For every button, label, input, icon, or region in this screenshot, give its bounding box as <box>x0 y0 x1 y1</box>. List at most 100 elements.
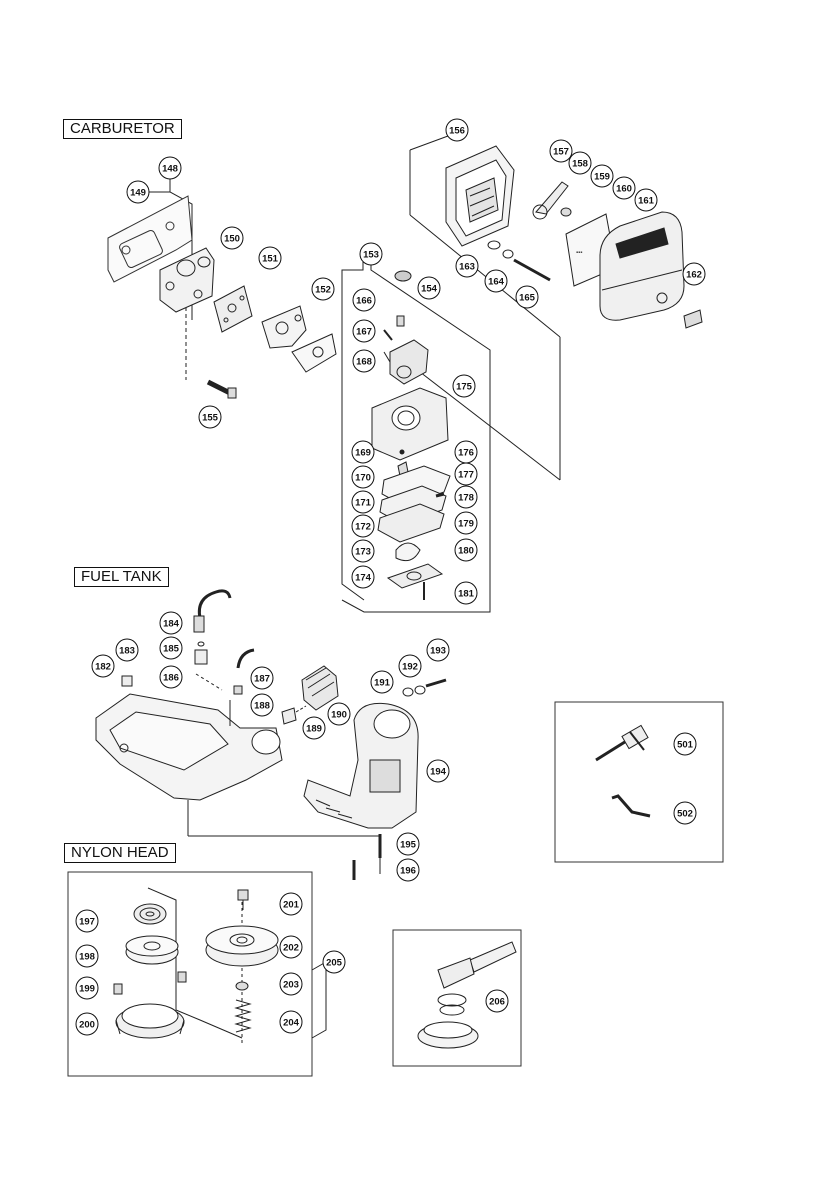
plate-162 <box>684 310 702 328</box>
screw-155 <box>208 382 236 398</box>
callout-172: 172 <box>352 515 374 537</box>
callout-number: 189 <box>306 724 322 735</box>
fuel-cap-190 <box>302 666 338 710</box>
callout-153: 153 <box>360 243 382 265</box>
screw-167 <box>384 330 392 340</box>
bolt-193 <box>426 680 446 686</box>
callout-180: 180 <box>455 539 477 561</box>
diaphragm-stack <box>378 466 450 542</box>
knob-203 <box>236 982 248 990</box>
callout-166: 166 <box>353 289 375 311</box>
callout-number: 164 <box>488 277 505 288</box>
callout-148: 148 <box>159 157 181 179</box>
callout-number: 182 <box>95 662 111 673</box>
callout-number: 184 <box>163 619 180 630</box>
washer-192 <box>415 686 425 694</box>
spark-plug-wrench-501 <box>596 725 648 760</box>
callout-number: 167 <box>356 327 372 338</box>
callout-205: 205 <box>323 951 345 973</box>
callout-number: 171 <box>355 498 372 509</box>
callout-169: 169 <box>352 441 374 463</box>
callout-160: 160 <box>613 177 635 199</box>
spring-204 <box>236 1000 250 1032</box>
callout-168: 168 <box>353 350 375 372</box>
callout-number: 185 <box>163 644 180 655</box>
callout-149: 149 <box>127 181 149 203</box>
callout-167: 167 <box>353 320 375 342</box>
callout-number: 151 <box>262 254 279 265</box>
needle-169 <box>400 450 404 454</box>
bolt-165 <box>514 260 550 280</box>
callout-number: 157 <box>553 147 569 158</box>
spring-168 <box>384 352 390 362</box>
callout-number: 149 <box>130 188 146 199</box>
callout-152: 152 <box>312 278 334 300</box>
cover-174 <box>388 564 442 588</box>
callout-number: 192 <box>402 662 418 673</box>
callout-192: 192 <box>399 655 421 677</box>
callout-number: 174 <box>355 573 372 584</box>
callout-number: 152 <box>315 285 331 296</box>
callout-number: 502 <box>677 809 693 820</box>
lever-175 <box>390 340 428 384</box>
callout-178: 178 <box>455 486 477 508</box>
callout-number: 202 <box>283 943 299 954</box>
callout-number: 173 <box>355 547 371 558</box>
callout-181: 181 <box>455 582 477 604</box>
joint-188 <box>234 686 242 694</box>
cover-202 <box>206 926 278 966</box>
gasket-152 <box>262 306 306 348</box>
callout-number: 206 <box>489 997 505 1008</box>
callout-number: 150 <box>224 234 240 245</box>
callout-number: 155 <box>202 413 219 424</box>
callout-number: 176 <box>458 448 474 459</box>
callout-173: 173 <box>352 540 374 562</box>
callout-number: 196 <box>400 866 416 877</box>
callout-177: 177 <box>455 463 477 485</box>
tools-box <box>555 702 723 862</box>
callout-501: 501 <box>674 733 696 755</box>
callout-number: 175 <box>456 382 473 393</box>
callout-158: 158 <box>569 152 591 174</box>
callout-number: 179 <box>458 519 474 530</box>
gasket-152b <box>292 334 336 372</box>
callout-number: 188 <box>254 701 270 712</box>
callout-number: 158 <box>572 159 588 170</box>
callout-number: 169 <box>355 448 371 459</box>
callout-number: 160 <box>616 184 632 195</box>
callout-number: 200 <box>79 1020 95 1031</box>
callout-171: 171 <box>352 491 374 513</box>
callout-156: 156 <box>446 119 468 141</box>
callout-number: 199 <box>79 984 95 995</box>
washer-163 <box>488 241 500 249</box>
bolt-201 <box>238 890 248 910</box>
plate-151 <box>214 286 252 332</box>
collar-158 <box>561 208 571 216</box>
callout-191: 191 <box>371 671 393 693</box>
filter-186 <box>195 650 207 664</box>
callout-number: 201 <box>283 900 300 911</box>
callout-150: 150 <box>221 227 243 249</box>
callout-197: 197 <box>76 910 98 932</box>
callout-183: 183 <box>116 639 138 661</box>
callout-number: 172 <box>355 522 371 533</box>
svg-text:▪▪▪: ▪▪▪ <box>576 250 582 256</box>
callout-number: 204 <box>283 1018 300 1029</box>
callout-number: 203 <box>283 980 299 991</box>
carburetor-body <box>372 388 448 460</box>
callout-number: 183 <box>119 646 135 657</box>
fuel-hose-184 <box>194 591 230 632</box>
washer-164 <box>503 250 513 258</box>
callout-164: 164 <box>485 270 507 292</box>
callout-188: 188 <box>251 694 273 716</box>
callout-number: 161 <box>638 196 655 207</box>
callout-number: 195 <box>400 840 417 851</box>
callout-number: 186 <box>163 673 179 684</box>
air-cleaner-base-156 <box>446 146 514 246</box>
callout-202: 202 <box>280 936 302 958</box>
callout-190: 190 <box>328 703 350 725</box>
callout-204: 204 <box>280 1011 302 1033</box>
callout-174: 174 <box>352 566 374 588</box>
